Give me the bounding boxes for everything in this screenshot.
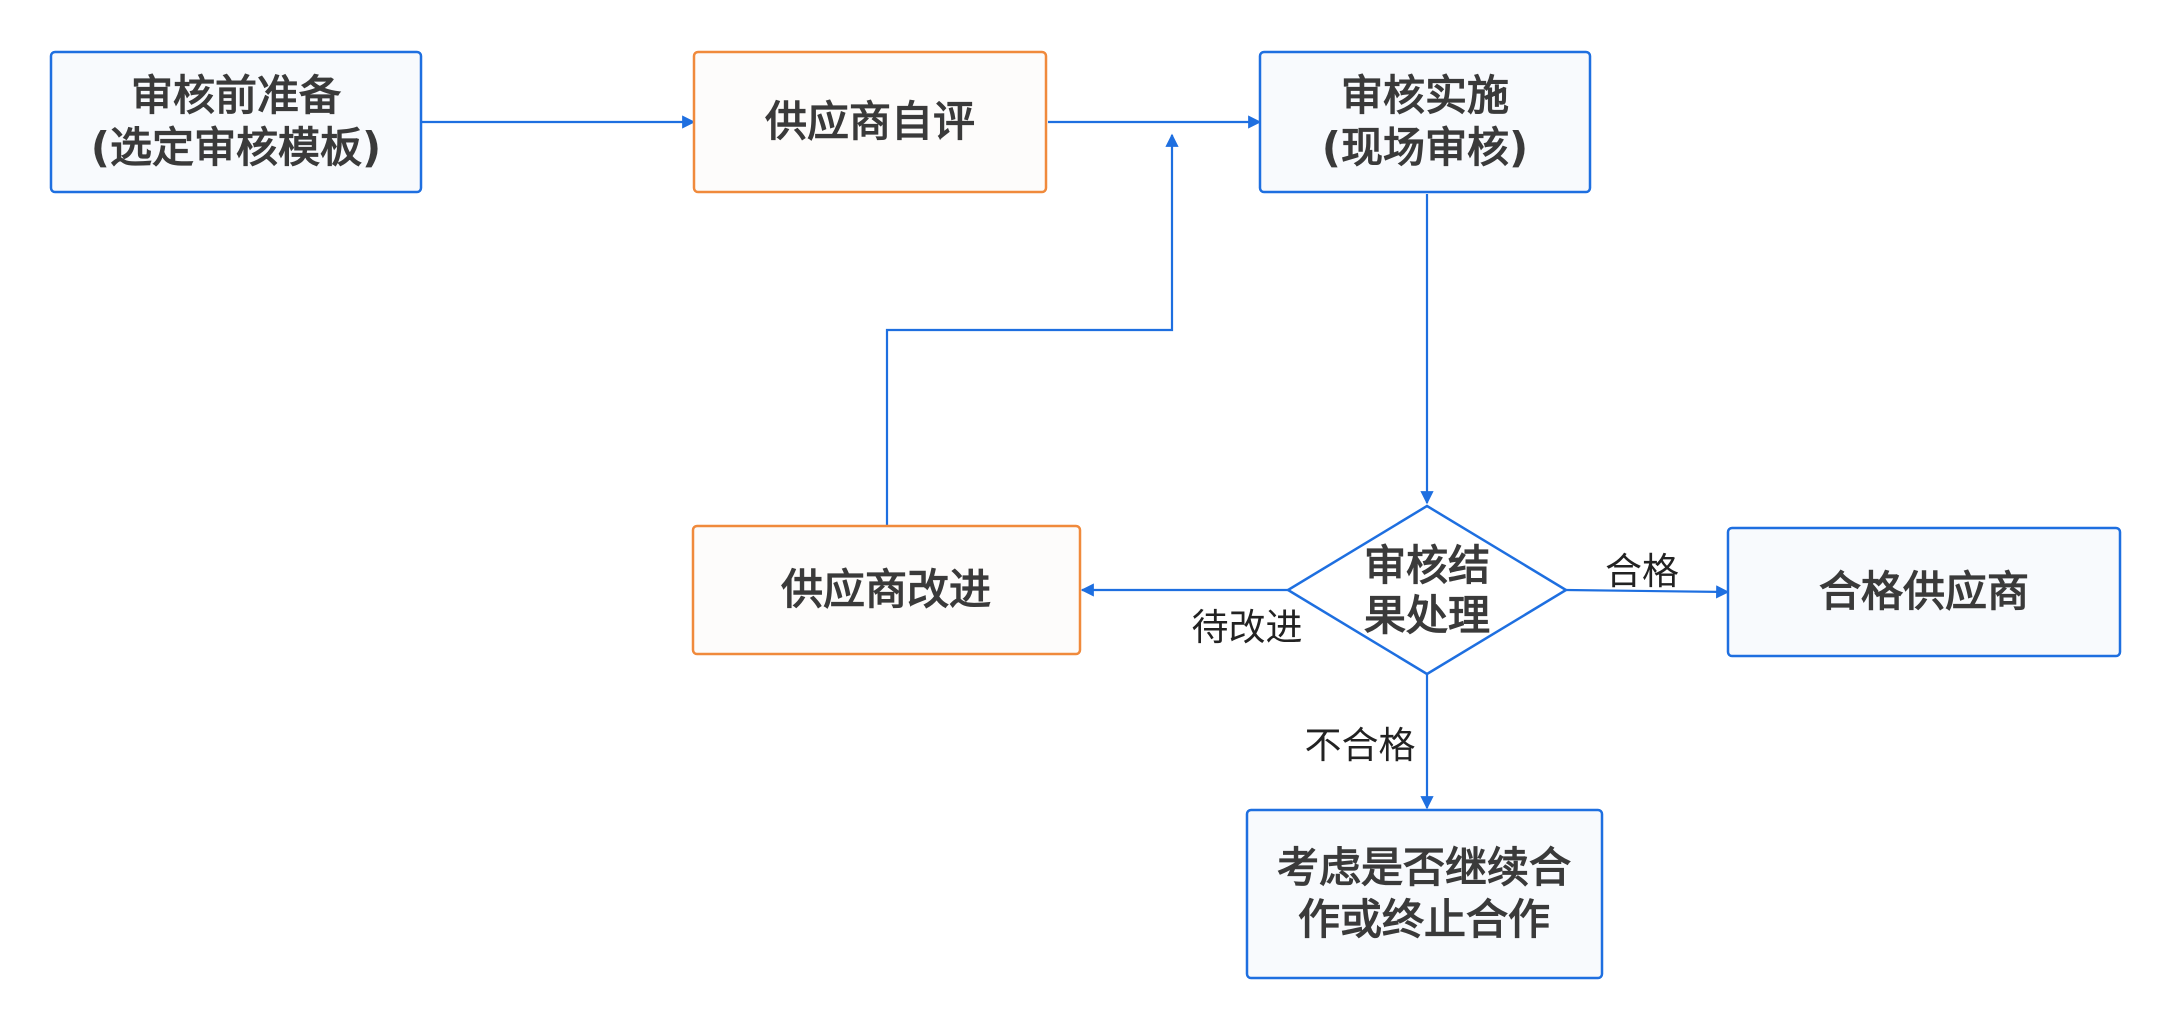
node-supplier-self-eval[interactable]: 供应商自评 [692,50,1048,194]
decision-diamond [1285,504,1569,676]
node-consider-cooperation-box [1245,808,1604,980]
node-supplier-improve-box [691,524,1082,656]
node-qualified-supplier-label: 合格供应商 [1819,567,2029,616]
node-supplier-self-eval-label: 供应商自评 [765,97,975,146]
edge-label-pending: 待改进 [1192,606,1303,649]
decision-line1: 审核结 [1364,541,1490,590]
node-qualified-supplier[interactable]: 合格供应商 [1726,526,2122,658]
edges [421,115,1730,810]
node-audit-implement-box [1258,50,1592,194]
node-supplier-improve[interactable]: 供应商改进 [691,524,1082,656]
edge-improve-to-self-eval [885,133,1179,526]
node-audit-prep[interactable]: 审核前准备 (选定审核模板) [49,50,423,194]
node-audit-implement-line2: (现场审核) [1322,123,1528,172]
node-qualified-supplier-box [1726,526,2122,658]
edge-decision-to-qualified [1565,585,1730,599]
node-supplier-self-eval-box [692,50,1048,194]
node-audit-implement[interactable]: 审核实施 (现场审核) [1258,50,1592,194]
decision-line2: 果处理 [1364,591,1490,640]
node-audit-prep-box [49,50,423,194]
node-audit-prep-line1: 审核前准备 [131,71,342,120]
node-audit-prep-line2: (选定审核模板) [91,123,381,172]
node-supplier-improve-label: 供应商改进 [781,565,991,614]
edge-label-fail: 不合格 [1305,724,1416,767]
node-audit-result-decision[interactable]: 审核结 果处理 [1285,504,1569,676]
node-consider-line1: 考虑是否继续合 [1277,843,1571,892]
edge-label-pass: 合格 [1605,550,1679,593]
node-consider-line2: 作或终止合作 [1298,895,1550,944]
node-audit-implement-line1: 审核实施 [1341,71,1509,120]
node-consider-cooperation[interactable]: 考虑是否继续合 作或终止合作 [1245,808,1604,980]
